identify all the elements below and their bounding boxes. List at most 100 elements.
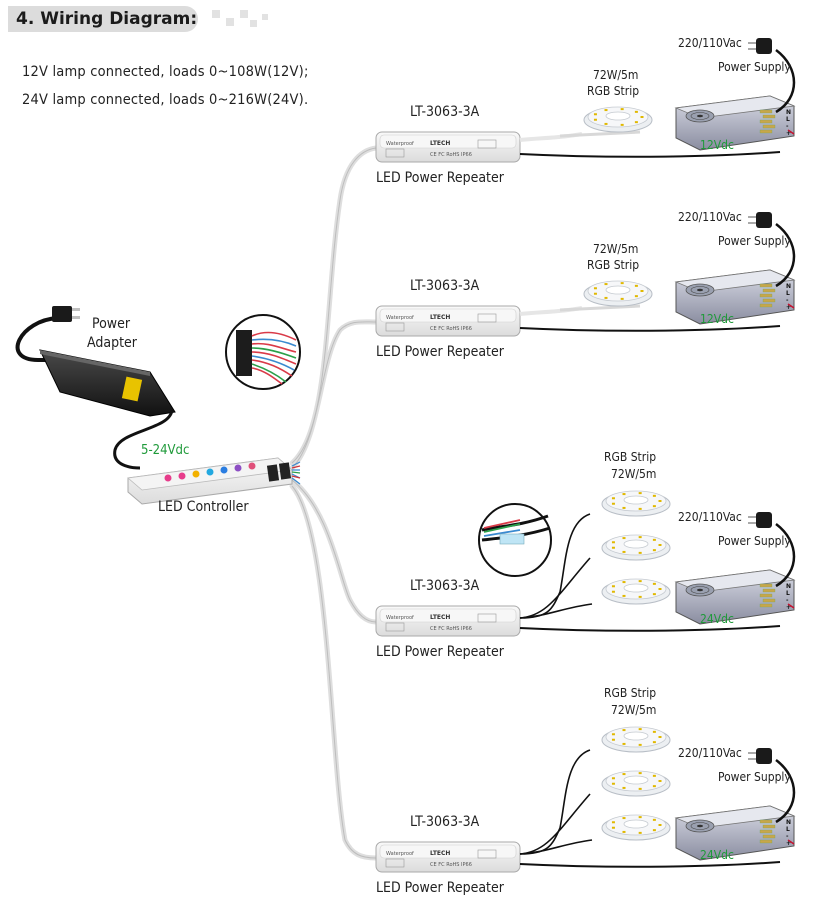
- psu-label: Power Supply: [718, 60, 791, 74]
- repeater-row-2: Waterproof LTECH CE FC RoHS IP66 NL-+: [375, 212, 796, 337]
- controller-color-buttons: [164, 462, 256, 482]
- section-number: 4.: [16, 9, 35, 29]
- header-pixel-decoration: [240, 10, 248, 18]
- psu-terminal-label: -: [786, 297, 789, 304]
- repeater-waterproof-text: Waterproof: [386, 315, 414, 321]
- strip-type: RGB Strip: [587, 84, 640, 98]
- repeater-label: LED Power Repeater: [376, 644, 504, 660]
- psu-fan-icon: [685, 819, 715, 833]
- psu-terminal-label: +: [786, 130, 791, 137]
- power-adapter: [15, 306, 176, 470]
- psu-terminal-label: -: [786, 123, 789, 130]
- cable-to-repeater-1: [289, 145, 379, 466]
- header-pixel-decoration: [262, 14, 268, 20]
- psu-fan-icon: [685, 583, 715, 597]
- note-12v: 12V lamp connected, loads 0~108W(12V);: [22, 64, 309, 80]
- section-header: 4. Wiring Diagram:: [8, 6, 278, 32]
- repeater-marks-text: CE FC RoHS IP66: [430, 152, 472, 158]
- repeater-brand-text: LTECH: [430, 850, 450, 857]
- psu-ac-input: 220/110Vac: [678, 746, 742, 760]
- psu-terminal-label: +: [786, 840, 791, 847]
- adapter-label-line1: Power: [91, 316, 131, 332]
- rgb-strip-reels: [601, 726, 671, 841]
- repeater-label: LED Power Repeater: [376, 880, 504, 896]
- psu-terminal-label: -: [786, 833, 789, 840]
- repeater-model: LT-3063-3A: [410, 814, 480, 830]
- psu-dc-output: 24Vdc: [700, 612, 734, 626]
- section-header-bar: [8, 6, 198, 32]
- repeater-label: LED Power Repeater: [376, 344, 504, 360]
- strip-wattage: 72W/5m: [611, 703, 657, 717]
- psu-terminal-label: L: [786, 116, 790, 123]
- psu-label: Power Supply: [718, 534, 791, 548]
- ac-plug-icon: [748, 212, 772, 228]
- repeater-output-wires: [519, 130, 781, 158]
- ac-plug-icon: [748, 38, 772, 54]
- strip-type: RGB Strip: [604, 686, 657, 700]
- psu-ac-input: 220/110Vac: [678, 510, 742, 524]
- repeater-label: LED Power Repeater: [376, 170, 504, 186]
- note-24v: 24V lamp connected, loads 0~216W(24V).: [22, 92, 309, 108]
- strip-type: RGB Strip: [604, 450, 657, 464]
- power-supply-unit: NL-+: [674, 569, 796, 625]
- repeater-model: LT-3063-3A: [410, 104, 480, 120]
- repeater-device: Waterproof LTECH CE FC RoHS IP66: [375, 305, 521, 337]
- adapter-ac-cable: [15, 316, 60, 362]
- ac-plug-icon: [748, 748, 772, 764]
- psu-terminal-label: N: [786, 109, 791, 116]
- psu-dc-output: 24Vdc: [700, 848, 734, 862]
- psu-fan-icon: [685, 283, 715, 297]
- repeater-marks-text: CE FC RoHS IP66: [430, 862, 472, 868]
- section-title-text: Wiring Diagram:: [40, 9, 198, 29]
- ac-plug-icon: [748, 512, 772, 528]
- controller-label: LED Controller: [158, 499, 249, 515]
- psu-label: Power Supply: [718, 770, 791, 784]
- psu-terminal-label: -: [786, 597, 789, 604]
- psu-ac-cable: [775, 49, 796, 114]
- psu-terminal-label: N: [786, 819, 791, 826]
- power-supply-unit: NL-+: [674, 95, 796, 151]
- rgb-strip-reels: [601, 490, 671, 605]
- ac-plug-icon: [52, 306, 72, 322]
- psu-terminal-label: L: [786, 590, 790, 597]
- section-title: 4. Wiring Diagram:: [16, 9, 197, 29]
- strip-wattage: 72W/5m: [611, 467, 657, 481]
- rgb-strip-reel: [583, 106, 653, 133]
- repeater-brand-text: LTECH: [430, 314, 450, 321]
- repeater-marks-text: CE FC RoHS IP66: [430, 326, 472, 332]
- power-supply-unit: NL-+: [674, 269, 796, 325]
- repeater-output-wires: [519, 304, 781, 332]
- connector-detail-magnifier: [225, 314, 301, 390]
- repeater-waterproof-text: Waterproof: [386, 615, 414, 621]
- adapter-label-sticker: [121, 376, 143, 402]
- psu-ac-cable: [775, 523, 796, 588]
- strip-wattage: 72W/5m: [593, 242, 639, 256]
- psu-ac-input: 220/110Vac: [678, 210, 742, 224]
- psu-label: Power Supply: [718, 234, 791, 248]
- adapter-output-voltage: 5-24Vdc: [141, 443, 190, 458]
- adapter-dc-cable: [113, 409, 174, 470]
- psu-dc-output: 12Vdc: [700, 312, 734, 326]
- psu-terminal-label: L: [786, 290, 790, 297]
- header-pixel-decoration: [226, 18, 234, 26]
- strip-type: RGB Strip: [587, 258, 640, 272]
- strip-wattage: 72W/5m: [593, 68, 639, 82]
- psu-fan-icon: [685, 109, 715, 123]
- adapter-label-line2: Adapter: [87, 335, 137, 351]
- cable-to-repeater-4: [289, 483, 379, 861]
- rgb-strip-reel: [583, 280, 653, 307]
- repeater-model: LT-3063-3A: [410, 278, 480, 294]
- psu-ac-cable: [775, 223, 796, 288]
- header-pixel-decoration: [250, 20, 257, 27]
- psu-terminal-label: L: [786, 826, 790, 833]
- repeater-brand-text: LTECH: [430, 614, 450, 621]
- repeater-output-wires: [519, 749, 781, 868]
